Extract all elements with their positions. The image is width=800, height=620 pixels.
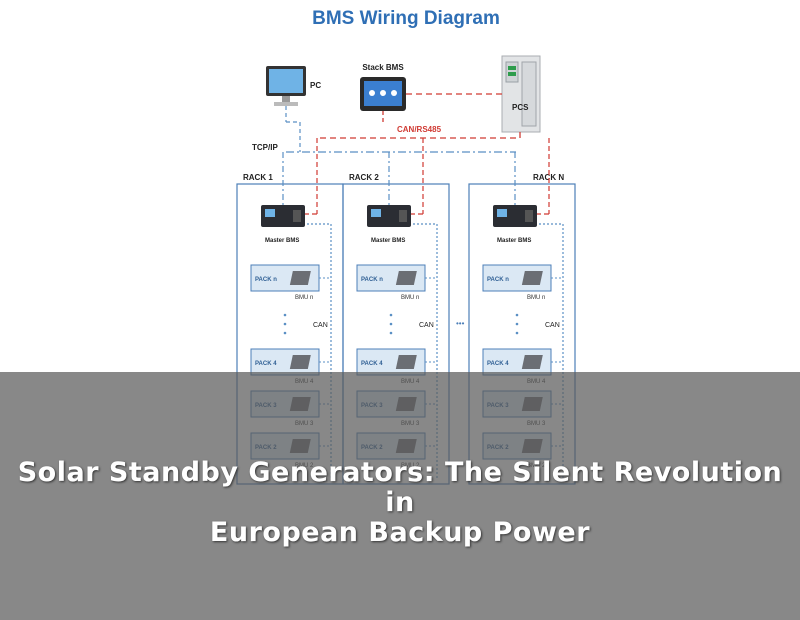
continuation-dot (515, 331, 519, 335)
continuation-dot (283, 313, 287, 317)
caption-overlay (0, 372, 800, 620)
stack-bms-icon (360, 77, 406, 111)
pack-label: PACK n (487, 277, 509, 283)
pack-label: PACK 4 (361, 361, 383, 367)
pc-label: PC (310, 81, 321, 90)
pack-label: PACK 4 (255, 361, 277, 367)
pcs-label: PCS (512, 103, 529, 112)
continuation-dot (515, 322, 519, 326)
master-bms-label: Master BMS (265, 238, 299, 244)
can-label: CAN (313, 322, 328, 329)
battery-module-icon (395, 355, 417, 369)
pc-icon (266, 66, 306, 106)
battery-pack: PACK n BMU n (250, 264, 331, 301)
continuation-dot (283, 322, 287, 326)
diagram-title: BMS Wiring Diagram (312, 8, 500, 29)
continuation-dot (283, 331, 287, 335)
rack-label: RACK N (533, 173, 564, 182)
battery-module-icon (395, 271, 417, 285)
article-title-line-2: European Backup Power (209, 517, 591, 548)
battery-pack: PACK n BMU n (482, 264, 563, 301)
master-bms-label: Master BMS (371, 238, 405, 244)
continuation-dot (389, 322, 393, 326)
battery-pack: PACK 4BMU 4 (250, 348, 331, 385)
battery-module-icon (289, 271, 311, 285)
rack-ellipsis: ••• (456, 319, 465, 328)
rack-label: RACK 1 (243, 173, 273, 182)
master-bms-icon (261, 205, 305, 227)
tcp-ip-label: TCP/IP (252, 143, 278, 152)
can-rs485-label: CAN/RS485 (397, 125, 442, 134)
pcs-cabinet-icon (501, 55, 541, 133)
continuation-dot (515, 313, 519, 317)
pack-label: PACK n (361, 277, 383, 283)
bmu-label: BMU n (527, 295, 545, 301)
rack-label: RACK 2 (349, 173, 379, 182)
article-title-line-1: Solar Standby Generators: The Silent Rev… (17, 457, 783, 518)
bmu-label: BMU n (295, 295, 313, 301)
continuation-dot (389, 313, 393, 317)
master-bms-icon (367, 205, 411, 227)
article-title: Solar Standby Generators: The Silent Rev… (0, 458, 800, 548)
can-label: CAN (419, 322, 434, 329)
master-bms-label: Master BMS (497, 238, 531, 244)
battery-pack: PACK 4BMU 4 (482, 348, 563, 385)
pack-label: PACK n (255, 277, 277, 283)
stack-bms-label: Stack BMS (362, 63, 404, 72)
bmu-label: BMU n (401, 295, 419, 301)
master-bms-icon (493, 205, 537, 227)
battery-pack: PACK n BMU n (356, 264, 437, 301)
continuation-dot (389, 331, 393, 335)
battery-module-icon (521, 271, 543, 285)
battery-module-icon (289, 355, 311, 369)
can-label: CAN (545, 322, 560, 329)
pack-label: PACK 4 (487, 361, 509, 367)
battery-module-icon (521, 355, 543, 369)
